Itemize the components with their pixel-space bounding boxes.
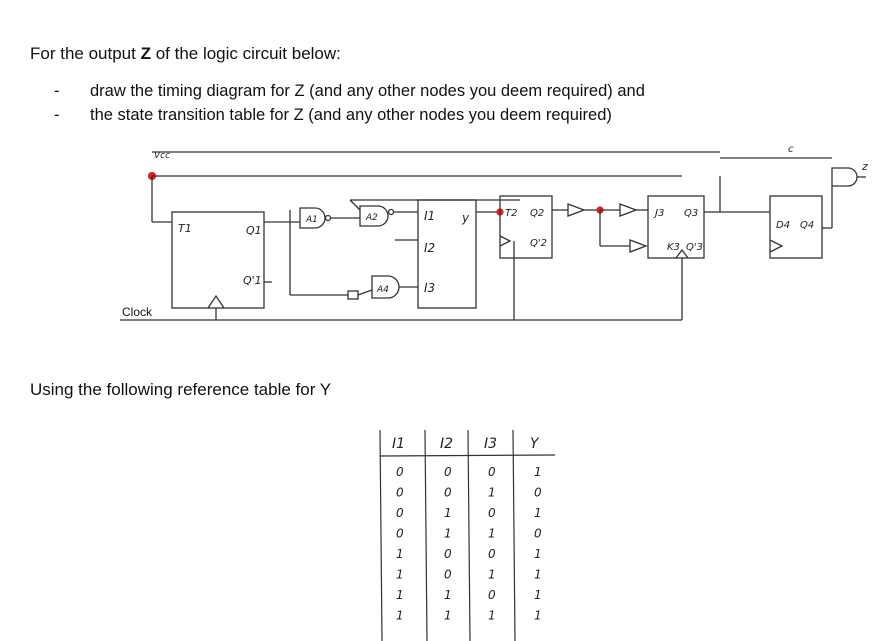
table-header: I2: [440, 436, 453, 452]
table-cell: 1: [488, 486, 496, 500]
table-cell: 1: [534, 568, 542, 582]
intro-prefix: For the output: [30, 44, 141, 63]
flipflop-2: [499, 195, 553, 259]
table-cell: 0: [534, 527, 542, 541]
ff1-qbar-label: Q'1: [243, 274, 262, 287]
vcc-label: Vcc: [154, 151, 170, 161]
output-gate: [831, 167, 858, 187]
ff3-j-label: J3: [653, 208, 664, 219]
table-cell: 0: [488, 588, 496, 602]
ff2-qbar-label: Q'2: [530, 238, 547, 249]
mux-i1-label: I1: [424, 209, 435, 223]
gate-a1-label: A1: [305, 215, 318, 225]
table-header: I3: [484, 436, 497, 452]
bullet-text: the state transition table for Z (and an…: [90, 106, 612, 124]
table-cell: 0: [488, 465, 496, 479]
ff4-q-label: Q4: [800, 220, 814, 231]
intro-bold-z: Z: [140, 44, 151, 63]
table-cell: 0: [534, 486, 542, 500]
table-cell: 1: [488, 568, 496, 582]
table-cell: 1: [534, 465, 542, 479]
gate-a2-label: A2: [365, 213, 378, 223]
mux-block: [417, 199, 477, 309]
table-cell: 1: [444, 609, 452, 623]
table-cell: 1: [444, 506, 452, 520]
table-cell: 0: [396, 506, 404, 520]
table-header: I1: [392, 436, 405, 452]
table-cell: 1: [534, 609, 542, 623]
table-cell: 1: [396, 588, 404, 602]
table-cell: 0: [396, 465, 404, 479]
ff3-q-label: Q3: [684, 208, 698, 219]
gate-a2: [359, 205, 389, 227]
reference-text: Using the following reference table for …: [30, 380, 332, 399]
flipflop-4: [769, 195, 823, 259]
table-cell: 1: [444, 588, 452, 602]
bullet-text: draw the timing diagram for Z (and any o…: [90, 82, 645, 100]
table-cell: 1: [488, 609, 496, 623]
table-cell: 1: [534, 506, 542, 520]
ff2-t-label: T2: [505, 208, 517, 219]
table-cell: 1: [396, 568, 404, 582]
gate-a1: [299, 207, 326, 229]
table-cell: 1: [488, 527, 496, 541]
table-cell: 0: [396, 527, 404, 541]
table-cell: 1: [396, 609, 404, 623]
mux-y-label: y: [461, 211, 470, 225]
table-cell: 1: [534, 588, 542, 602]
out-z-label: z: [861, 160, 868, 173]
mux-i2-label: I2: [424, 241, 435, 255]
clock-label: Clock: [122, 305, 153, 319]
table-cell: 1: [396, 547, 404, 561]
ff4-d-label: D4: [776, 220, 790, 231]
ff1-t-label: T1: [178, 222, 192, 235]
table-cell: 0: [444, 568, 452, 582]
intro-suffix: of the logic circuit below:: [150, 44, 341, 63]
out-c-label: c: [788, 144, 794, 155]
table-cell: 0: [444, 547, 452, 561]
table-cell: 0: [396, 486, 404, 500]
table-cell: 0: [444, 486, 452, 500]
table-cell: 0: [488, 506, 496, 520]
flipflop-1: [171, 211, 265, 309]
ff2-q-label: Q2: [530, 208, 544, 219]
table-cell: 0: [444, 465, 452, 479]
table-header: Y: [530, 436, 540, 452]
question-intro: For the output Z of the logic circuit be…: [30, 44, 341, 64]
table-cell: 0: [488, 547, 496, 561]
mux-i3-label: I3: [424, 281, 435, 295]
gate-a4: [371, 275, 400, 299]
ff3-k-label: K3: [667, 242, 680, 253]
table-cell: 1: [534, 547, 542, 561]
table-cell: 1: [444, 527, 452, 541]
gate-a4-label: A4: [376, 285, 389, 295]
ff3-qbar-label: Q'3: [686, 242, 703, 253]
ff1-q-label: Q1: [246, 224, 262, 237]
